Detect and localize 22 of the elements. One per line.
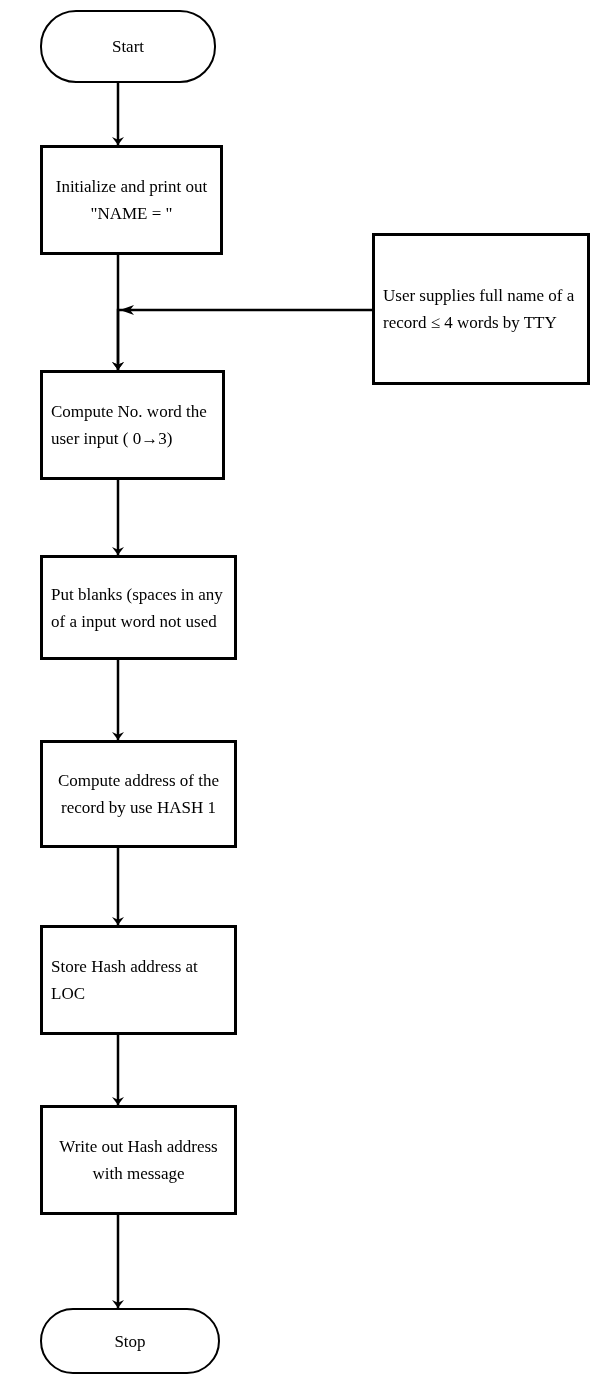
node-text: User supplies full name of a record ≤ 4 words by TTY (383, 285, 576, 334)
process-box (40, 925, 237, 1035)
node-text: Start (111, 36, 145, 58)
node-text: Write out Hash address with message (58, 1136, 219, 1185)
arrow (112, 83, 124, 145)
node-text: Stop (114, 1330, 146, 1353)
process-box (40, 370, 225, 480)
arrow (112, 480, 124, 555)
process-box (40, 555, 237, 660)
process-box (40, 1105, 237, 1215)
node-text: Initialize and print out "NAME = " (54, 176, 209, 225)
process-box (40, 145, 223, 255)
arrow (112, 1215, 124, 1308)
arrow (112, 848, 124, 925)
node-text: Store Hash address at LOC (51, 956, 199, 1005)
node-text: Put blanks (spaces in any of a input word not used (51, 583, 224, 633)
process-box (40, 740, 237, 848)
process-box (372, 233, 590, 385)
node-text: Compute address of the record by use HASH 1 (57, 770, 220, 819)
node-text: Compute No. word the user input ( 0→3) (51, 401, 208, 450)
arrow (112, 1035, 124, 1105)
arrow (112, 660, 124, 740)
